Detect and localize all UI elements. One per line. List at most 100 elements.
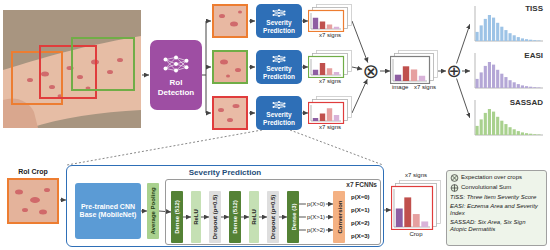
bar-chart-stack: x7 signs bbox=[308, 4, 352, 42]
node-label: Dropout (p=0.5) bbox=[212, 195, 218, 240]
node-label: x7 signs bbox=[405, 172, 427, 179]
model-box: Severity Prediction bbox=[256, 96, 302, 130]
bar-chart-cards bbox=[390, 50, 438, 84]
bar-chart-cards bbox=[308, 50, 352, 78]
histogram-chart: SASSAD bbox=[470, 97, 546, 139]
bar-chart-cards bbox=[308, 4, 352, 32]
bar-chart-stack: x7 signs bbox=[308, 50, 352, 88]
flow-arrow bbox=[221, 217, 229, 218]
crop-image: RoI Crop bbox=[6, 168, 60, 226]
node-label: Conversion bbox=[336, 200, 342, 233]
network-icon bbox=[271, 100, 287, 110]
node-label: Severity Prediction bbox=[258, 65, 300, 81]
legend-item: TISS: Three Item Severity Score bbox=[450, 194, 543, 201]
layer-bar: Average Pooling bbox=[147, 183, 159, 239]
flow-arrow bbox=[462, 71, 470, 72]
bar-chart-stack: x7 signsCrop bbox=[391, 172, 441, 246]
legend-symbol bbox=[450, 184, 459, 192]
bar-chart-cards bbox=[308, 96, 352, 124]
edge-label: p(X>2) bbox=[306, 227, 326, 233]
chart-caption-row: image x7 signs bbox=[390, 84, 438, 91]
node-label: Severity Prediction bbox=[258, 19, 300, 35]
histogram-chart: TISS bbox=[470, 3, 546, 45]
flow-arrow bbox=[352, 67, 362, 69]
flow-arrow bbox=[299, 217, 333, 218]
flow-arrow bbox=[352, 79, 367, 113]
model-box: Severity Prediction bbox=[256, 4, 302, 38]
output-probability: p(X=0) bbox=[351, 194, 370, 200]
flow-arrow bbox=[457, 79, 470, 118]
flow-arrow bbox=[299, 230, 333, 231]
cnn-box: Pre-trained CNN Base (MobileNet) bbox=[75, 183, 141, 239]
node-label: SASSAD bbox=[510, 98, 543, 107]
node-label: ReLU bbox=[193, 209, 199, 225]
operator-circle: ⊗ bbox=[362, 62, 380, 80]
network-icon bbox=[271, 54, 287, 64]
legend-text: EASI: Eczema Area and Severity Index bbox=[450, 203, 543, 217]
flow-arrow bbox=[352, 21, 368, 63]
flow-arrows bbox=[142, 21, 255, 113]
node-label: ⊗ bbox=[363, 61, 380, 81]
node-label: Dense (512) bbox=[174, 200, 180, 234]
layer-bar: Dropout (p=0.5) bbox=[209, 191, 221, 243]
flow-arrow bbox=[183, 217, 191, 218]
flow-arrow bbox=[384, 210, 391, 211]
legend-text: Convolutional Sum bbox=[461, 184, 511, 191]
legend-box: Expectation over cropsConvolutional SumT… bbox=[446, 170, 547, 246]
model-panel: Severity PredictionPre-trained CNN Base … bbox=[66, 165, 384, 247]
node-label: RoI Crop bbox=[18, 168, 48, 176]
node-label: image bbox=[392, 84, 408, 91]
legend-item: EASI: Eczema Area and Severity Index bbox=[450, 203, 543, 217]
layer-bar: ReLU bbox=[249, 191, 259, 243]
legend-item: SASSAD: Six Area, Six Sign Atopic Dermat… bbox=[450, 219, 543, 233]
node-label: ReLU bbox=[251, 209, 257, 225]
legend-symbol bbox=[450, 174, 459, 182]
bar-chart-cards bbox=[391, 180, 441, 230]
node-label: x7 signs bbox=[319, 32, 341, 39]
legend-text: Expectation over crops bbox=[461, 174, 522, 181]
flow-arrow bbox=[299, 204, 333, 205]
detector-box: RoI Detection bbox=[150, 40, 202, 110]
node-label: ⊕ bbox=[446, 62, 461, 80]
operator-circle: ⊕ bbox=[446, 63, 462, 79]
node-label: EASI bbox=[524, 51, 543, 60]
flow-arrow bbox=[302, 112, 308, 113]
flow-arrow bbox=[438, 71, 446, 72]
flow-arrow bbox=[201, 217, 209, 218]
node-label: Dropout (p=0.5) bbox=[270, 195, 276, 240]
layer-bar: Conversion bbox=[333, 191, 345, 243]
node-label: x7 signs bbox=[414, 84, 436, 91]
output-probability: p(X=2) bbox=[351, 220, 370, 226]
node-label: x7 signs bbox=[319, 78, 341, 85]
node-label: Severity Prediction bbox=[258, 111, 300, 127]
node-label: x7 FCNNs bbox=[346, 181, 377, 188]
network-icon bbox=[161, 53, 191, 75]
crop-images bbox=[213, 5, 247, 129]
node-label: Pre-trained CNN Base (MobileNet) bbox=[78, 203, 138, 220]
skin-crop bbox=[7, 178, 59, 224]
node-label: Severity Prediction bbox=[189, 168, 261, 177]
flow-arrow bbox=[259, 217, 267, 218]
output-probability: p(X=3) bbox=[351, 233, 370, 239]
node-label: Dense (3) bbox=[290, 203, 296, 230]
model-box: Severity Prediction bbox=[256, 50, 302, 84]
node-label: Crop bbox=[409, 231, 422, 238]
layer-bar: Dense (512) bbox=[229, 191, 241, 243]
flow-arrow bbox=[279, 217, 287, 218]
layer-bar: ReLU bbox=[191, 191, 201, 243]
node-label: Average Pooling bbox=[150, 187, 156, 234]
legend-item: Expectation over crops bbox=[450, 174, 543, 182]
node-label: Dense (512) bbox=[232, 200, 238, 234]
layer-bar: Dense (3) bbox=[287, 191, 299, 243]
fcnn-group: x7 FCNNsDense (512) ReLU Dropout (p=0.5) De… bbox=[165, 179, 381, 245]
flow-arrow bbox=[302, 66, 308, 67]
flow-arrow bbox=[457, 24, 470, 63]
legend-text: TISS: Three Item Severity Score bbox=[450, 194, 536, 201]
bar-chart-stack: image x7 signs bbox=[390, 50, 438, 96]
histogram-chart: EASI bbox=[470, 50, 546, 92]
bar-chart-stack: x7 signs bbox=[308, 96, 352, 134]
legend-text: SASSAD: Six Area, Six Sign Atopic Dermat… bbox=[450, 219, 543, 233]
flow-arrow bbox=[241, 217, 249, 218]
node-label: RoI Detection bbox=[153, 78, 199, 96]
network-icon bbox=[271, 8, 287, 18]
